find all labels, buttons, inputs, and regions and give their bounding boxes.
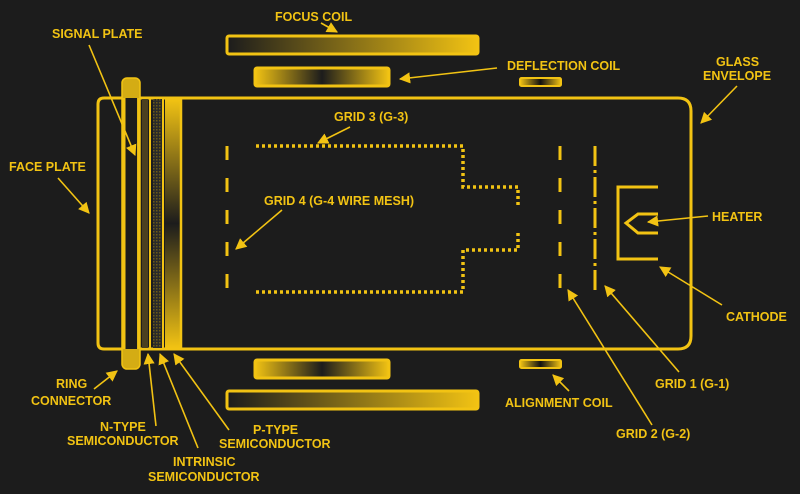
label-glass-envelope-2: ENVELOPE [703, 69, 771, 83]
heater [623, 212, 658, 235]
intrinsic-semiconductor [153, 99, 162, 348]
alignment-coil-top [519, 77, 562, 87]
label-intrinsic-1: INTRINSIC [173, 455, 236, 469]
face-plate-inner [125, 98, 137, 349]
label-deflection-coil: DEFLECTION COIL [507, 59, 621, 73]
focus-coil-top [225, 34, 480, 56]
label-ring-connector-1: RING [56, 377, 87, 391]
alignment-coil-bottom [519, 359, 562, 369]
n-type-semiconductor [142, 99, 148, 348]
label-p-type-1: P-TYPE [253, 423, 298, 437]
label-ring-connector-2: CONNECTOR [31, 394, 111, 408]
grid-3 [256, 144, 520, 294]
deflection-coil-bottom [253, 358, 391, 380]
label-n-type-2: SEMICONDUCTOR [67, 434, 179, 448]
cathode [616, 185, 658, 261]
label-grid-2: GRID 2 (G-2) [616, 427, 690, 441]
label-face-plate: FACE PLATE [9, 160, 86, 174]
deflection-coil-top [253, 66, 391, 88]
label-alignment-coil: ALIGNMENT COIL [505, 396, 613, 410]
label-p-type-2: SEMICONDUCTOR [219, 437, 331, 451]
label-grid-4: GRID 4 (G-4 WIRE MESH) [264, 194, 414, 208]
label-focus-coil: FOCUS COIL [275, 10, 352, 24]
glass-envelope [96, 96, 693, 351]
label-grid-3: GRID 3 (G-3) [334, 110, 408, 124]
label-n-type-1: N-TYPE [100, 420, 146, 434]
label-signal-plate: SIGNAL PLATE [52, 27, 143, 41]
focus-coil-bottom [225, 389, 480, 411]
label-cathode: CATHODE [726, 310, 787, 324]
label-intrinsic-2: SEMICONDUCTOR [148, 470, 260, 484]
leader-arrows [57, 22, 738, 449]
label-glass-envelope-1: GLASS [716, 55, 759, 69]
label-heater: HEATER [712, 210, 762, 224]
p-type-semiconductor [165, 99, 180, 348]
label-grid-1: GRID 1 (G-1) [655, 377, 729, 391]
